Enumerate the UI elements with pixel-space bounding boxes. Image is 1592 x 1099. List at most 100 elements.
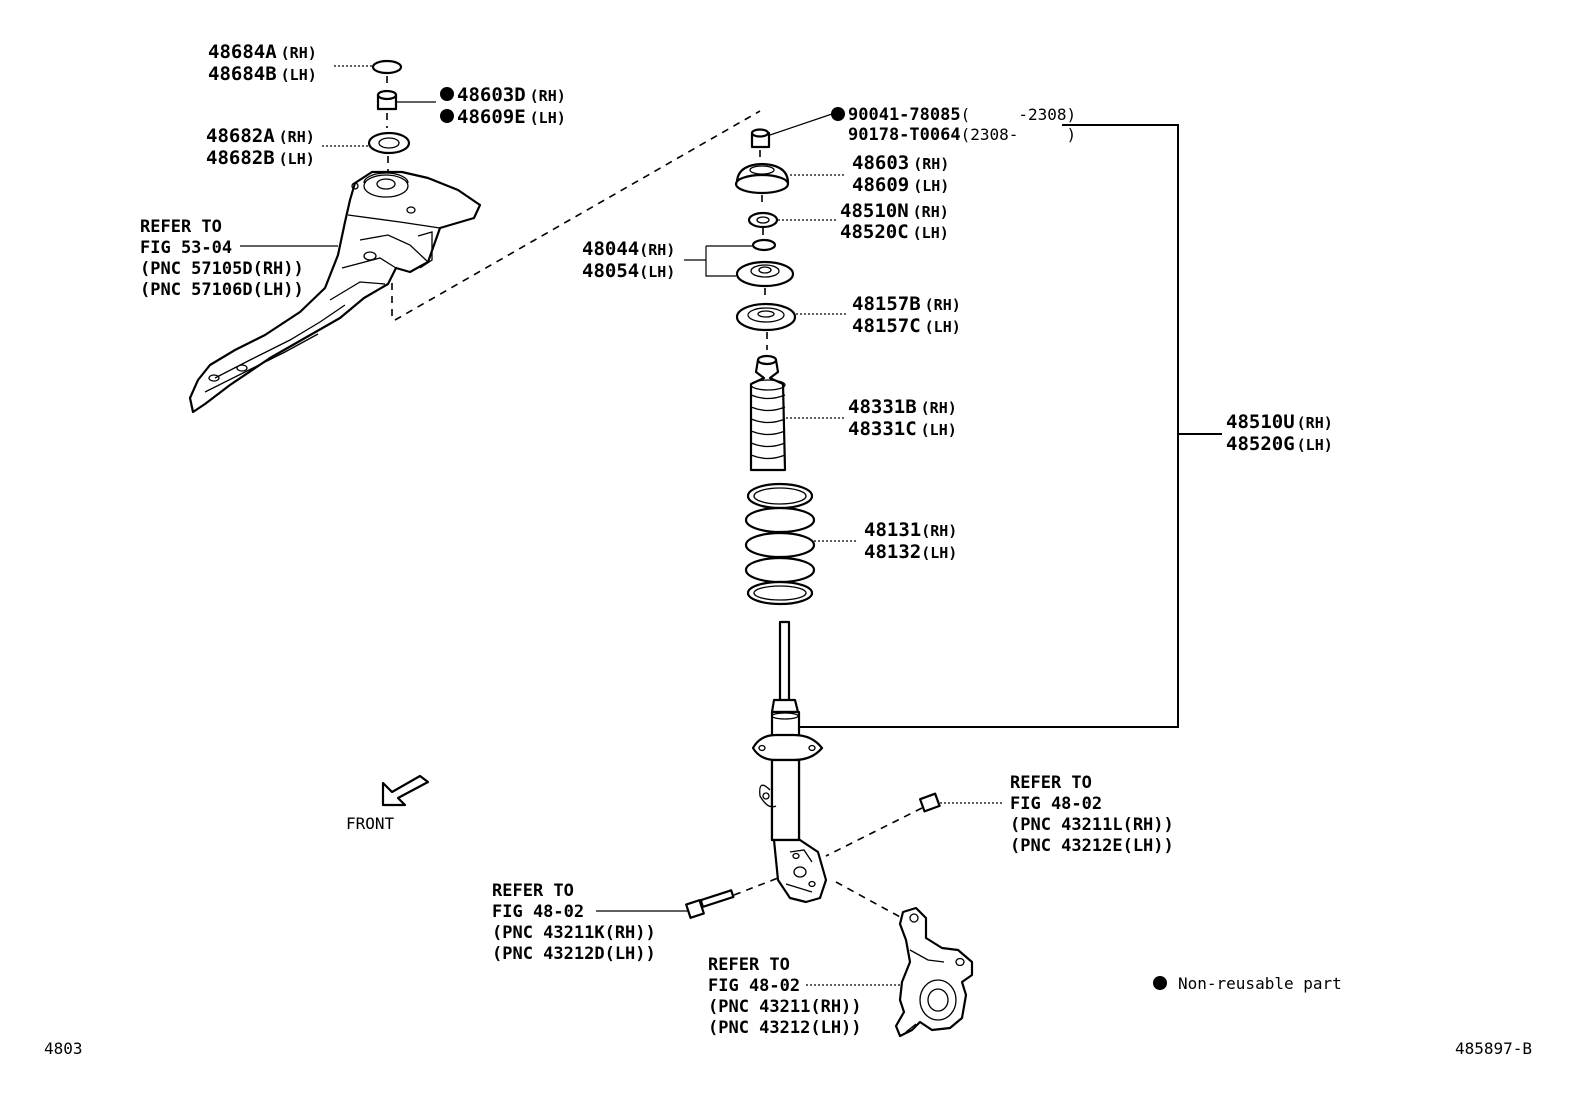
label-48331B: 48331B <box>848 396 917 418</box>
part-43211L-nut[interactable] <box>918 792 941 813</box>
svg-text:90178-T0064(2308- ): 90178-T0064(2308- ) <box>848 125 1076 145</box>
svg-text:FIG 53-04: FIG 53-04 <box>140 238 232 258</box>
label-lh: (LH) <box>530 109 566 127</box>
svg-text:(PNC 57106D(LH)): (PNC 57106D(LH)) <box>140 280 304 300</box>
label-48157B: 48157B <box>852 293 921 315</box>
svg-text:90041-78085( -2308): 90041-78085( -2308) <box>848 105 1076 125</box>
label-lh: (LH) <box>279 150 315 168</box>
label-lh: (LH) <box>913 177 949 195</box>
label-48510N: 48510N <box>840 200 909 222</box>
label-lh: (LH) <box>281 66 317 84</box>
part-48603D-nut[interactable] <box>376 89 398 111</box>
svg-text:48510N(RH): 48510N(RH) <box>840 200 949 222</box>
svg-text:48684B(LH): 48684B(LH) <box>208 63 317 85</box>
label-48520C: 48520C <box>840 221 909 243</box>
label-48044: 48044 <box>582 238 639 260</box>
label-48132: 48132 <box>864 541 921 563</box>
label-48131: 48131 <box>864 519 921 541</box>
label-rh: (RH) <box>279 128 315 146</box>
label-48054: 48054 <box>582 260 639 282</box>
label-rh: (RH) <box>639 241 675 259</box>
part-48331-bellows[interactable] <box>749 354 787 472</box>
front-arrow-icon <box>381 774 430 807</box>
label-90178-range: (2308- ) <box>961 125 1077 144</box>
svg-text:FIG 48-02: FIG 48-02 <box>492 902 584 922</box>
label-48609E: 48609E <box>457 106 526 128</box>
label-48520G: 48520G <box>1226 433 1295 455</box>
legend-non-reusable: Non-reusable part <box>1178 974 1342 993</box>
non-reusable-dot-icon <box>1153 976 1167 990</box>
svg-text:48609E(LH): 48609E(LH) <box>457 106 566 128</box>
non-reusable-dot-icon <box>831 107 845 121</box>
label-48609: 48609 <box>852 174 909 196</box>
part-48603-cover[interactable] <box>734 162 790 195</box>
part-48044-washer[interactable] <box>751 238 777 252</box>
part-43211-steering-knuckle[interactable] <box>894 906 974 1038</box>
svg-text:(PNC 43212D(LH)): (PNC 43212D(LH)) <box>492 944 656 964</box>
svg-text:48520C(LH): 48520C(LH) <box>840 221 949 243</box>
svg-text:FIG 48-02: FIG 48-02 <box>708 976 800 996</box>
svg-text:48044(RH): 48044(RH) <box>582 238 675 260</box>
label-lh: (LH) <box>921 544 957 562</box>
ref-body-fig-53-04[interactable]: REFER TO FIG 53-04 (PNC 57105D(RH)) (PNC… <box>140 217 304 300</box>
svg-text:48131(RH): 48131(RH) <box>864 519 957 541</box>
label-lh: (LH) <box>925 318 961 336</box>
label-90041-78085: 90041-78085 <box>848 105 961 125</box>
label-rh: (RH) <box>921 522 957 540</box>
non-reusable-dot-icon <box>440 87 454 101</box>
label-90178-T0064: 90178-T0064 <box>848 125 961 145</box>
svg-text:(PNC 57105D(RH)): (PNC 57105D(RH)) <box>140 259 304 279</box>
svg-text:48510U(RH): 48510U(RH) <box>1226 411 1333 433</box>
part-48684-cap[interactable] <box>371 59 403 75</box>
part-43211K-bolt[interactable] <box>685 889 735 919</box>
label-48157C: 48157C <box>852 315 921 337</box>
svg-text:48520G(LH): 48520G(LH) <box>1226 433 1333 455</box>
label-rh: (RH) <box>1297 414 1333 432</box>
part-48044-support[interactable] <box>735 260 795 288</box>
label-rh: (RH) <box>281 44 317 62</box>
svg-text:REFER TO: REFER TO <box>1010 773 1092 793</box>
label-rh: (RH) <box>913 203 949 221</box>
svg-text:48132(LH): 48132(LH) <box>864 541 957 563</box>
svg-text:(PNC 43212E(LH)): (PNC 43212E(LH)) <box>1010 836 1174 856</box>
label-lh: (LH) <box>913 224 949 242</box>
part-48131-coil-spring[interactable] <box>744 482 816 606</box>
svg-text:48157C(LH): 48157C(LH) <box>852 315 961 337</box>
part-48510U-shock-absorber[interactable] <box>751 620 828 904</box>
svg-text:48157B(RH): 48157B(RH) <box>852 293 961 315</box>
svg-text:48609(LH): 48609(LH) <box>852 174 949 196</box>
svg-text:48603D(RH): 48603D(RH) <box>457 84 566 106</box>
strut-tower-body[interactable] <box>188 170 482 414</box>
svg-text:(PNC 43211L(RH)): (PNC 43211L(RH)) <box>1010 815 1174 835</box>
svg-text:FIG 48-02: FIG 48-02 <box>1010 794 1102 814</box>
label-rh: (RH) <box>530 87 566 105</box>
part-90041-nut[interactable] <box>750 128 771 149</box>
svg-text:(PNC 43211K(RH)): (PNC 43211K(RH)) <box>492 923 656 943</box>
label-48510U: 48510U <box>1226 411 1295 433</box>
label-lh: (LH) <box>921 421 957 439</box>
ref-nut-fig-48-02[interactable]: REFER TO FIG 48-02 (PNC 43211L(RH)) (PNC… <box>1010 773 1174 856</box>
svg-text:48603(RH): 48603(RH) <box>852 152 949 174</box>
label-48684B: 48684B <box>208 63 277 85</box>
label-rh: (RH) <box>913 155 949 173</box>
part-48157-seat[interactable] <box>735 302 797 332</box>
non-reusable-dot-icon <box>440 109 454 123</box>
part-48510N-washer[interactable] <box>747 211 779 229</box>
part-48682-bearing[interactable] <box>367 131 411 155</box>
label-48684A: 48684A <box>208 41 277 63</box>
ref-knuckle-fig-48-02[interactable]: REFER TO FIG 48-02 (PNC 43211(RH)) (PNC … <box>708 955 862 1038</box>
label-90041-range: ( -2308) <box>961 105 1077 124</box>
svg-text:48684A(RH): 48684A(RH) <box>208 41 317 63</box>
label-48682A: 48682A <box>206 125 275 147</box>
label-lh: (LH) <box>639 263 675 281</box>
label-48682B: 48682B <box>206 147 275 169</box>
illustration-code: 485897-B <box>1455 1039 1532 1058</box>
svg-text:48682B(LH): 48682B(LH) <box>206 147 315 169</box>
front-label: FRONT <box>346 814 395 833</box>
label-48603D: 48603D <box>457 84 526 106</box>
svg-text:REFER TO: REFER TO <box>492 881 574 901</box>
svg-text:48054(LH): 48054(LH) <box>582 260 675 282</box>
label-lh: (LH) <box>1297 436 1333 454</box>
ref-bolt-fig-48-02[interactable]: REFER TO FIG 48-02 (PNC 43211K(RH)) (PNC… <box>492 881 656 964</box>
